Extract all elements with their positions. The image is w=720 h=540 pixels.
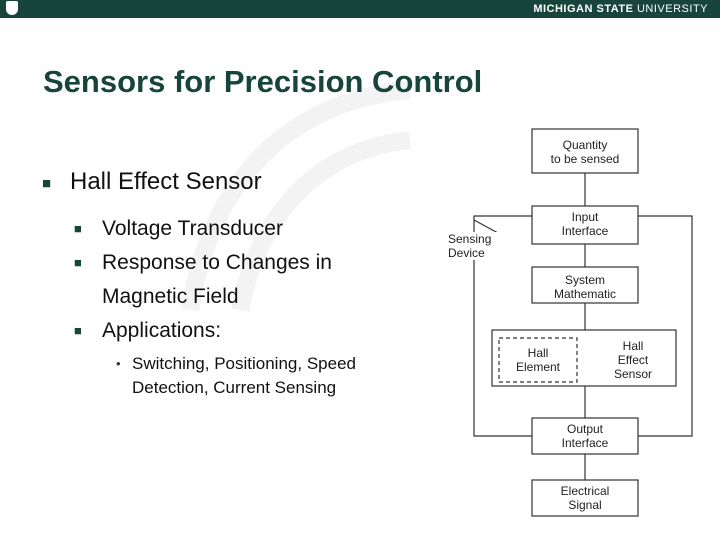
bullet-list: ■ Hall Effect Sensor ■ Voltage Transduce… [42, 168, 442, 400]
header-bar: MICHIGAN STATE UNIVERSITY [0, 0, 720, 18]
label-line: Electrical [560, 484, 610, 498]
label-electrical-signal: Electrical Signal [532, 484, 638, 512]
square-bullet-icon: ■ [74, 255, 82, 270]
bullet-text: Magnetic Field [102, 285, 239, 308]
label-line: Quantity [562, 138, 608, 152]
bullet-level2: ■ Voltage Transducer [42, 212, 442, 246]
label-line: Device [448, 246, 485, 260]
label-quantity: Quantity to be sensed [532, 138, 638, 166]
label-line: Input [571, 210, 599, 224]
bullet-text: Voltage Transducer [102, 217, 283, 240]
bullet-level2: ■ Applications: [42, 314, 442, 348]
bullet-text: Hall Effect Sensor [70, 168, 262, 195]
bullet-text: Detection, Current Sensing [132, 378, 337, 397]
label-line: to be sensed [550, 152, 620, 166]
label-line: Mathematic [553, 287, 617, 301]
bullet-level2: ■ Response to Changes in [42, 246, 442, 280]
wordmark-light: UNIVERSITY [636, 3, 708, 15]
square-bullet-icon: ■ [74, 323, 82, 338]
square-bullet-icon: ■ [42, 175, 52, 192]
label-line: Interface [561, 436, 609, 450]
hall-sensor-diagram: Quantity to be sensed Input Interface Sy… [444, 112, 708, 540]
bullet-level2-continuation: Magnetic Field [42, 280, 442, 314]
label-hall-element: Hall Element [499, 346, 577, 374]
bullet-level3-continuation: Detection, Current Sensing [42, 376, 442, 400]
label-line: System [564, 273, 605, 287]
box-hall-effect-sensor [491, 329, 677, 387]
wordmark-bold: MICHIGAN STATE [533, 3, 634, 15]
label-line: Sensor [613, 367, 653, 381]
dot-bullet-icon: • [116, 356, 121, 371]
bullet-text: Response to Changes in [102, 251, 332, 274]
label-line: Interface [561, 224, 609, 238]
label-line: Hall [622, 339, 644, 353]
box-hall-element [498, 337, 578, 383]
spartan-watermark-icon [181, 81, 412, 312]
label-line: Sensing [448, 232, 492, 246]
label-sensing-device: Sensing Device [448, 232, 508, 260]
slide-title: Sensors for Precision Control [43, 64, 483, 99]
spartan-logo-icon [6, 1, 18, 15]
label-line: Effect [617, 353, 649, 367]
bullet-text: Applications: [102, 319, 222, 342]
university-wordmark: MICHIGAN STATE UNIVERSITY [533, 3, 708, 15]
label-line: Hall [527, 346, 549, 360]
diagram-lines [473, 128, 693, 517]
label-input-interface: Input Interface [532, 210, 638, 238]
label-system-mathematic: System Mathematic [532, 273, 638, 301]
label-line: Element [515, 360, 561, 374]
label-line: Output [566, 422, 604, 436]
bullet-level3: • Switching, Positioning, Speed [42, 352, 442, 376]
label-line: Signal [568, 498, 602, 512]
label-output-interface: Output Interface [532, 422, 638, 450]
label-hall-effect-sensor: Hall Effect Sensor [600, 339, 666, 381]
square-bullet-icon: ■ [74, 221, 82, 236]
bullet-text: Switching, Positioning, Speed [132, 354, 356, 373]
bullet-level1: ■ Hall Effect Sensor [42, 168, 442, 196]
